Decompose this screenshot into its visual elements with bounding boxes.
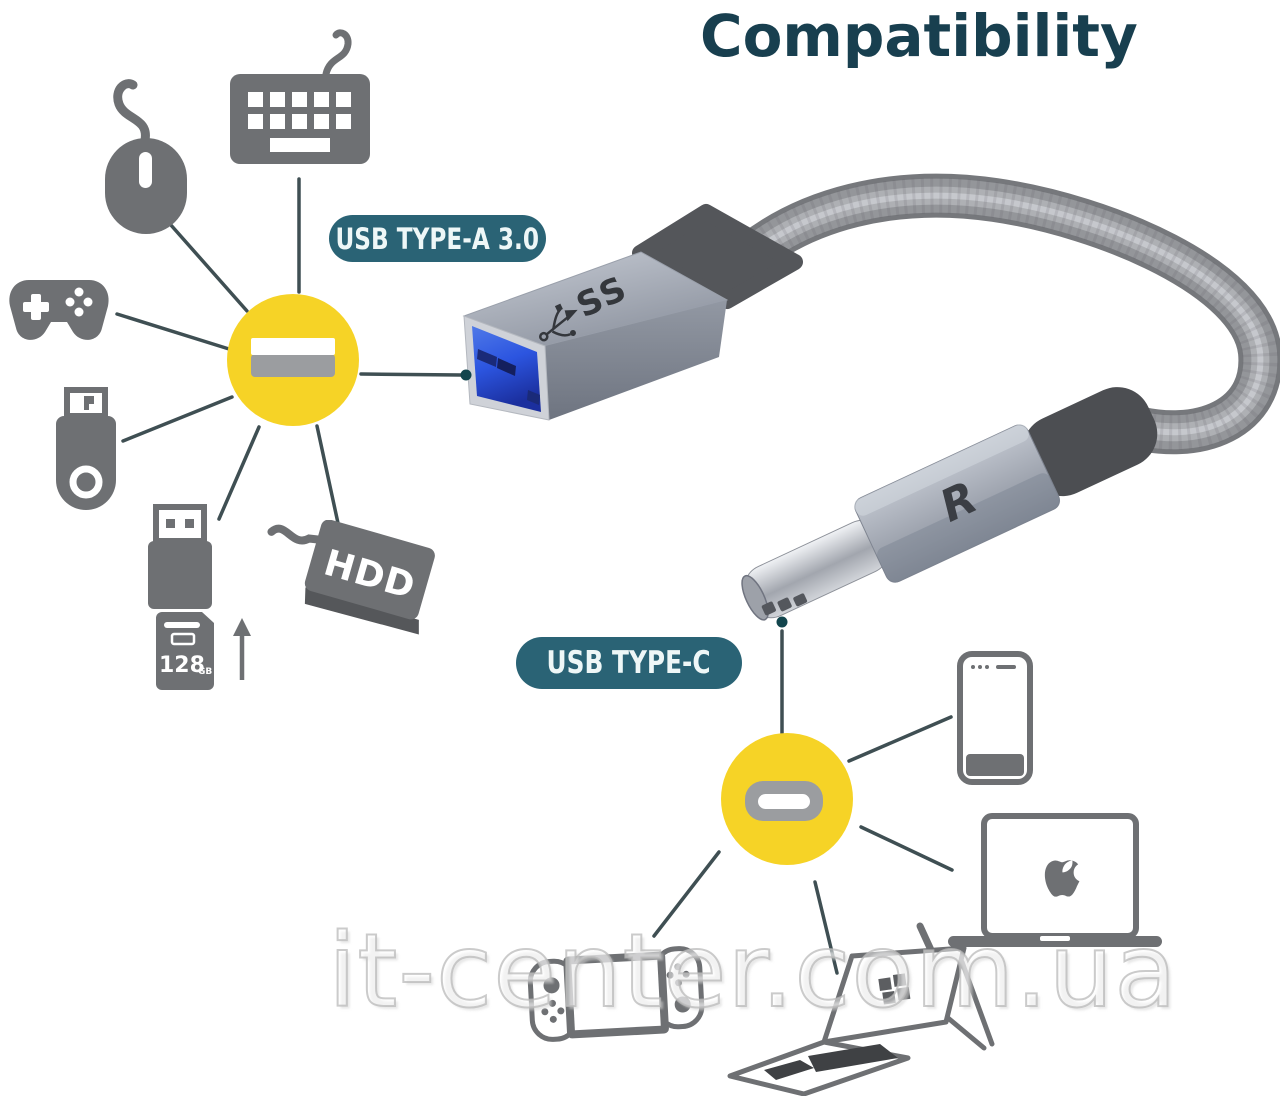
usb-type-c-label: USB TYPE-C — [516, 637, 742, 689]
usb-c-housing — [854, 424, 1060, 583]
keyboard-icon — [230, 29, 370, 164]
sd-capacity-text: 128 — [159, 653, 205, 678]
line-hub-to-macbook — [859, 825, 954, 872]
usb-a-connector: SS — [462, 204, 803, 421]
line-hub-to-switch — [652, 850, 721, 938]
game-controller-icon — [9, 280, 109, 340]
usb-a-endpoint-dot — [460, 369, 472, 381]
usb-adapter-icon — [148, 504, 212, 609]
usb-c-port-icon — [745, 781, 823, 821]
line-hub-to-surface — [813, 880, 839, 975]
surface-tablet-icon — [727, 922, 995, 1096]
line-hdd-to-hub — [315, 424, 343, 539]
usb-c-connector: R — [741, 387, 1158, 621]
nintendo-switch-icon — [527, 946, 705, 1042]
line-flash-to-hub — [121, 395, 234, 443]
usb-a-port-icon — [251, 338, 335, 377]
sd-card-icon: 128 GB — [156, 612, 251, 690]
insert-arrow-icon — [233, 618, 251, 680]
usb-c-strain-relief — [1022, 387, 1158, 497]
sd-unit-text: GB — [198, 667, 212, 677]
braided-cable — [711, 173, 1280, 455]
external-hdd-icon: HDD — [267, 520, 435, 635]
page-title: Compatibility — [700, 2, 1138, 70]
line-hub-to-phone — [847, 715, 953, 763]
usb-a-hub-circle — [227, 294, 359, 426]
apple-logo-icon — [1044, 860, 1080, 897]
line-gamepad-to-hub — [115, 312, 231, 351]
usb-c-endpoint-dot — [776, 616, 788, 628]
macbook-icon — [948, 813, 1162, 947]
line-adapter-to-hub — [217, 425, 261, 521]
usb-type-a-label: USB TYPE-A 3.0 — [329, 215, 546, 262]
usb-flash-drive-icon — [56, 387, 116, 510]
line-hub-to-usb-a — [359, 372, 463, 377]
line-mouse-to-hub — [168, 222, 249, 313]
smartphone-icon — [957, 651, 1033, 785]
mouse-icon — [105, 79, 187, 234]
windows-logo-icon — [878, 973, 911, 1005]
usb-c-hub-circle — [721, 733, 853, 865]
